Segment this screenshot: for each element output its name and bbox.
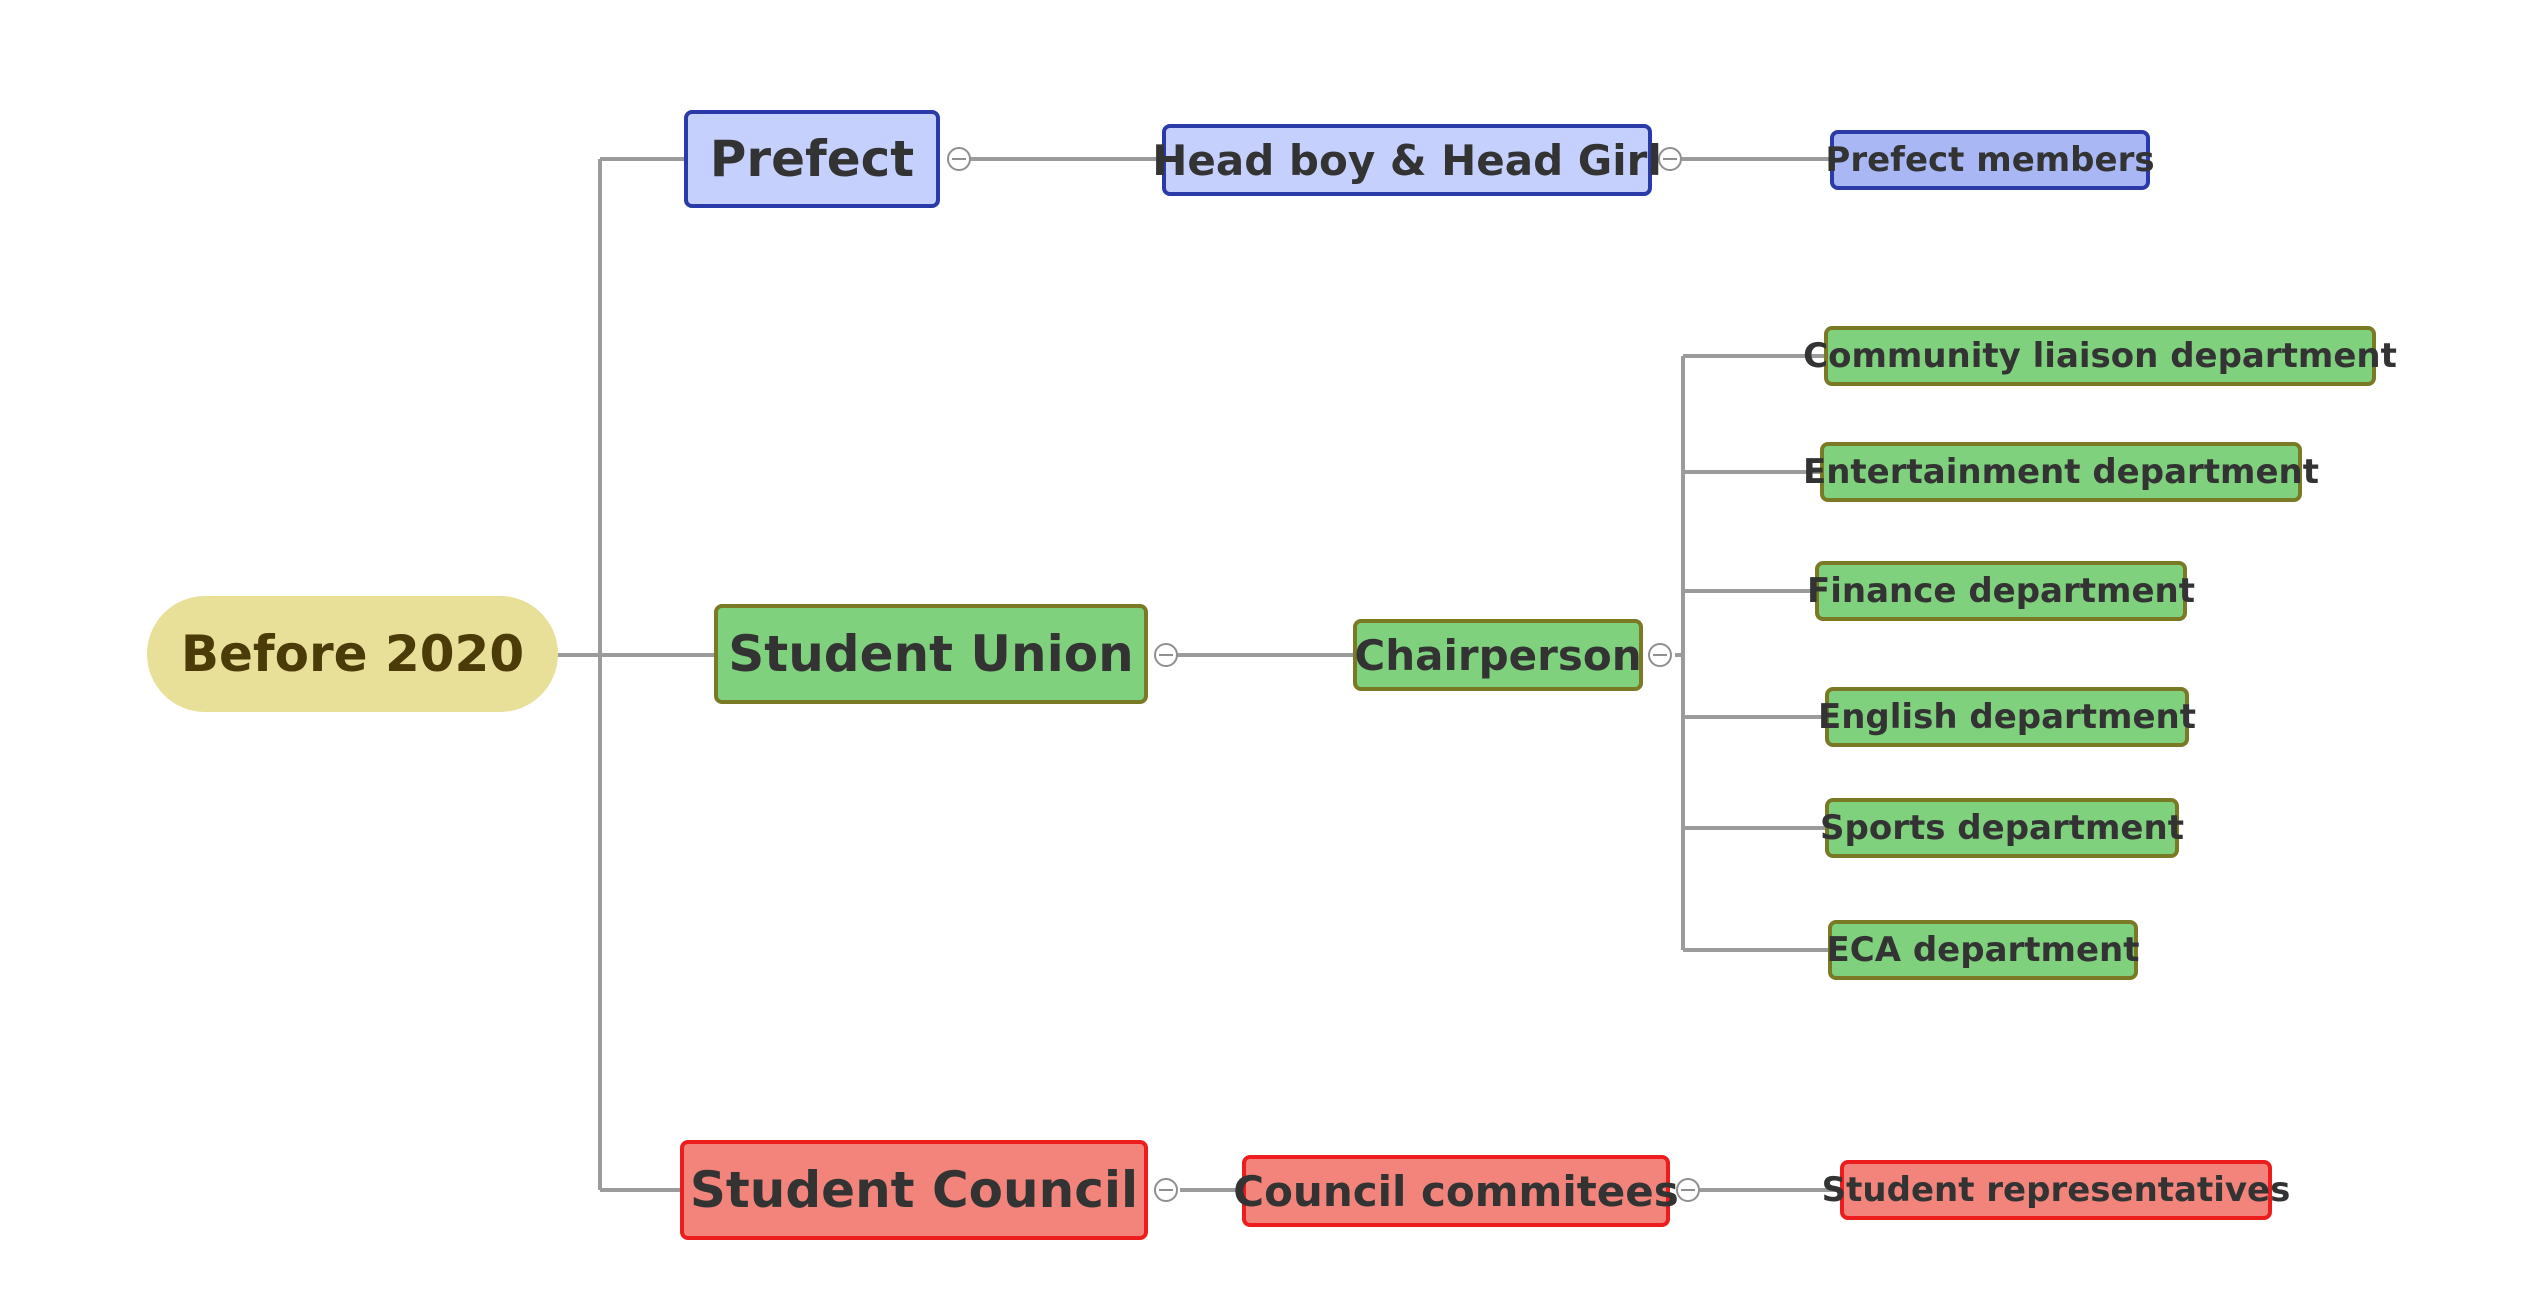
collapse-minus-icon[interactable] — [1154, 1178, 1178, 1202]
node-council-commitees[interactable]: Council commitees — [1233, 1155, 1679, 1227]
leaf-community-liaison-department[interactable]: Community liaison department — [1803, 326, 2397, 386]
leaf-entertainment-department[interactable]: Entertainment department — [1803, 442, 2319, 502]
leaf-prefect-members[interactable]: Prefect members — [1825, 130, 2155, 190]
node-head-boy-head-girl[interactable]: Head boy & Head Girl — [1152, 124, 1662, 196]
leaf-english-department[interactable]: English department — [1818, 687, 2196, 747]
leaf-student-representatives[interactable]: Student representatives — [1822, 1160, 2290, 1220]
branch-prefect[interactable]: Prefect — [684, 110, 940, 208]
root-node[interactable]: Before 2020 — [147, 596, 558, 712]
leaf-eca-department[interactable]: ECA department — [1827, 920, 2140, 980]
leaf-finance-department[interactable]: Finance department — [1807, 561, 2195, 621]
collapse-minus-icon[interactable] — [1154, 643, 1178, 667]
branch-student-council[interactable]: Student Council — [680, 1140, 1148, 1240]
branch-student-union[interactable]: Student Union — [714, 604, 1148, 704]
leaf-sports-department[interactable]: Sports department — [1820, 798, 2184, 858]
collapse-minus-icon[interactable] — [947, 147, 971, 171]
collapse-minus-icon[interactable] — [1676, 1178, 1700, 1202]
collapse-minus-icon[interactable] — [1648, 643, 1672, 667]
node-chairperson[interactable]: Chairperson — [1353, 619, 1643, 691]
collapse-minus-icon[interactable] — [1658, 147, 1682, 171]
